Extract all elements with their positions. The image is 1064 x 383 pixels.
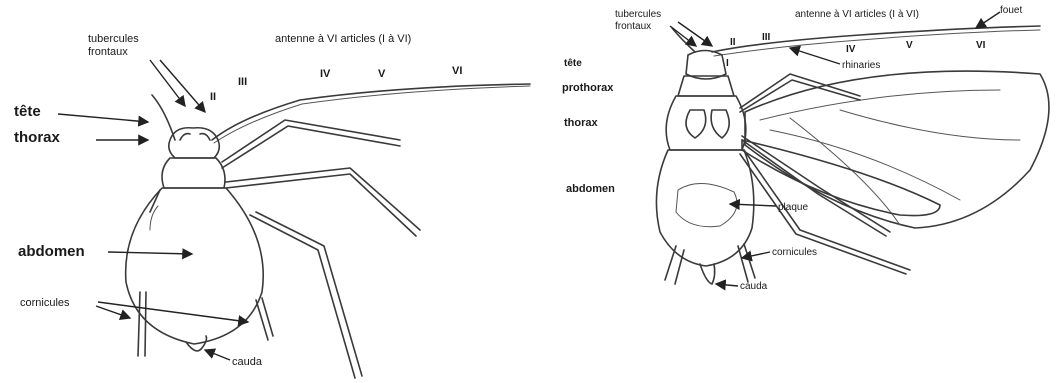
left-roman-II: II xyxy=(210,91,216,103)
left-antenna-right xyxy=(212,84,530,140)
left-cornicules-label: cornicules xyxy=(20,297,70,309)
left-tete-label: tête xyxy=(14,103,41,120)
left-leg-front xyxy=(222,120,400,168)
right-roman-VI: VI xyxy=(976,40,986,51)
left-cornicule-right xyxy=(256,298,273,340)
left-roman-V: V xyxy=(378,68,386,80)
wingless-aphid-drawing xyxy=(126,84,530,378)
left-tubercules-label-1: tubercules xyxy=(88,33,139,45)
right-cauda-shape xyxy=(700,264,715,284)
right-plaque-shape xyxy=(676,183,737,226)
left-abdomen-label: abdomen xyxy=(18,243,85,260)
left-thorax xyxy=(162,158,225,188)
right-head xyxy=(686,51,726,80)
left-roman-VI: VI xyxy=(452,65,462,77)
left-cauda-label: cauda xyxy=(232,356,263,368)
left-antenna-label: antenne à VI articles (I à VI) xyxy=(275,33,411,45)
right-prothorax-label: prothorax xyxy=(562,82,614,94)
left-roman-III: III xyxy=(238,76,247,88)
left-cornicule-left xyxy=(138,292,146,356)
right-cauda-label: cauda xyxy=(740,281,768,292)
left-leg-middle xyxy=(226,168,420,236)
right-roman-V: V xyxy=(906,40,913,51)
right-fouet-label: fouet xyxy=(1000,5,1022,16)
left-roman-IV: IV xyxy=(320,68,331,80)
right-roman-I: I xyxy=(726,58,729,69)
left-thorax-label: thorax xyxy=(14,129,61,146)
right-tubercules-label-1: tubercules xyxy=(615,9,661,20)
right-roman-III: III xyxy=(762,32,771,43)
right-tete-label: tête xyxy=(564,58,582,69)
left-tubercules-label-2: frontaux xyxy=(88,46,128,58)
right-cornicule-left xyxy=(665,246,684,284)
right-abdomen-label: abdomen xyxy=(566,183,615,195)
right-thorax-label: thorax xyxy=(564,117,599,129)
right-plaque-label: plaque xyxy=(778,202,808,213)
left-leg-hind xyxy=(250,212,362,378)
right-roman-II: II xyxy=(730,37,736,48)
right-tubercules-label-2: frontaux xyxy=(615,21,651,32)
right-antenna-label: antenne à VI articles (I à VI) xyxy=(795,9,919,20)
left-head xyxy=(169,128,220,158)
right-cornicules-label: cornicules xyxy=(772,247,817,258)
right-roman-IV: IV xyxy=(846,44,856,55)
right-rhinaries-label: rhinaries xyxy=(842,60,880,71)
left-antenna-left xyxy=(152,95,175,140)
